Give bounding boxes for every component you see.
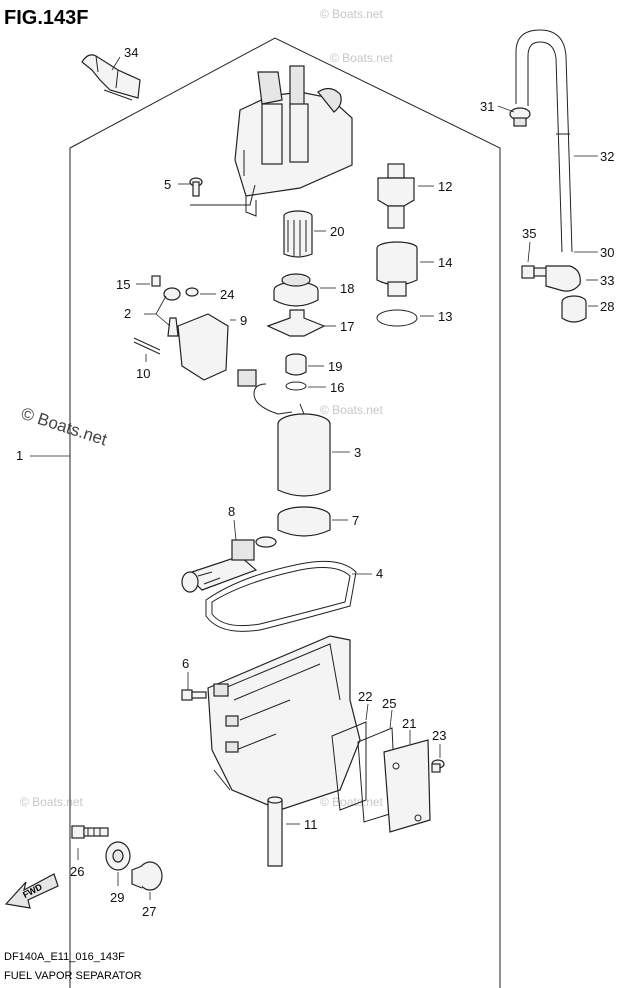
callout-11: 11	[304, 817, 318, 832]
callout-33: 33	[600, 273, 614, 288]
part-hose-fitting	[163, 287, 181, 301]
part-5-screw	[189, 177, 203, 197]
part-27-collar	[131, 861, 163, 891]
callout-30: 30	[600, 245, 614, 260]
part-32-hose	[515, 29, 573, 253]
part-13-o-ring	[376, 309, 418, 327]
part-22-gasket	[331, 721, 367, 811]
callout-13: 13	[438, 309, 452, 324]
fwd-arrow: FWD	[4, 873, 59, 909]
callout-1: 1	[16, 448, 23, 463]
part-21-cover	[383, 739, 431, 833]
part-33-clamp	[545, 265, 581, 292]
leader-lines	[30, 56, 598, 900]
part-28-grommet	[561, 295, 587, 323]
part-12-regulator	[377, 163, 415, 229]
callout-23: 23	[432, 728, 446, 743]
part-16-o-ring	[285, 381, 307, 391]
callout-22: 22	[358, 689, 372, 704]
callout-25: 25	[382, 696, 396, 711]
callout-2: 2	[124, 306, 131, 321]
part-17-bracket	[266, 309, 326, 337]
part-3-fuel-pump	[237, 369, 331, 497]
figure-name: FUEL VAPOR SEPARATOR	[4, 970, 142, 982]
figure-code: DF140A_E11_016_143F	[4, 951, 125, 963]
callout-26: 26	[70, 864, 84, 879]
watermark-text: © Boats.net	[320, 7, 384, 21]
callout-14: 14	[438, 255, 452, 270]
part-34-clip	[81, 54, 141, 101]
callout-5: 5	[164, 177, 171, 192]
part-29-grommet	[105, 841, 131, 871]
figure-title: FIG.143F	[4, 7, 88, 29]
part-10-rod	[133, 337, 161, 355]
callout-3: 3	[354, 445, 361, 460]
part-separator-body	[207, 635, 361, 811]
callout-7: 7	[352, 513, 359, 528]
part-23-screw	[431, 759, 445, 773]
callout-28: 28	[600, 299, 614, 314]
watermark-text: © Boats.net	[320, 403, 384, 417]
part-24-screw	[185, 287, 199, 297]
part-2-pin	[167, 317, 179, 337]
callout-32: 32	[600, 149, 614, 164]
callout-27: 27	[142, 904, 156, 919]
part-15-screw	[151, 275, 161, 287]
part-18-cushion	[273, 273, 319, 307]
part-9-cover	[177, 313, 229, 381]
watermark-text: © Boats.net	[330, 51, 394, 65]
part-35-bolt	[521, 265, 549, 279]
callout-6: 6	[182, 656, 189, 671]
part-31-clamp	[509, 107, 531, 127]
callout-8: 8	[228, 504, 235, 519]
callout-10: 10	[136, 366, 150, 381]
part-7-holder	[277, 506, 331, 537]
callout-29: 29	[110, 890, 124, 905]
part-19-grommet	[285, 353, 307, 376]
part-4-gasket-inner	[211, 567, 351, 627]
callout-17: 17	[340, 319, 354, 334]
callout-15: 15	[116, 277, 130, 292]
part-11-hose	[267, 796, 283, 867]
part-26-bolt	[71, 825, 109, 839]
part-8-strainer	[181, 536, 277, 593]
callout-21: 21	[402, 716, 416, 731]
watermark-text: © Boats.net	[320, 795, 384, 809]
callout-labels: 1 2 3 4 5 6 7 8 9 10 11 12 13 14 15 16 1…	[16, 45, 614, 919]
callout-34: 34	[124, 45, 138, 60]
callout-35: 35	[522, 226, 536, 241]
callout-20: 20	[330, 224, 344, 239]
callout-9: 9	[240, 313, 247, 328]
part-4-gasket	[205, 560, 357, 632]
callout-18: 18	[340, 281, 354, 296]
part-14-damper	[376, 241, 418, 297]
assembly-frame	[69, 37, 501, 988]
watermark-text: © Boats.net	[20, 795, 84, 809]
callout-12: 12	[438, 179, 452, 194]
part-20-filter	[283, 210, 313, 258]
callout-19: 19	[328, 359, 342, 374]
callout-31: 31	[480, 99, 494, 114]
callout-24: 24	[220, 287, 234, 302]
callout-4: 4	[376, 566, 383, 581]
callout-16: 16	[330, 380, 344, 395]
part-6-bolt	[181, 689, 207, 701]
part-separator-cover	[190, 65, 353, 217]
watermark-text-large: © Boats.net	[19, 404, 110, 450]
